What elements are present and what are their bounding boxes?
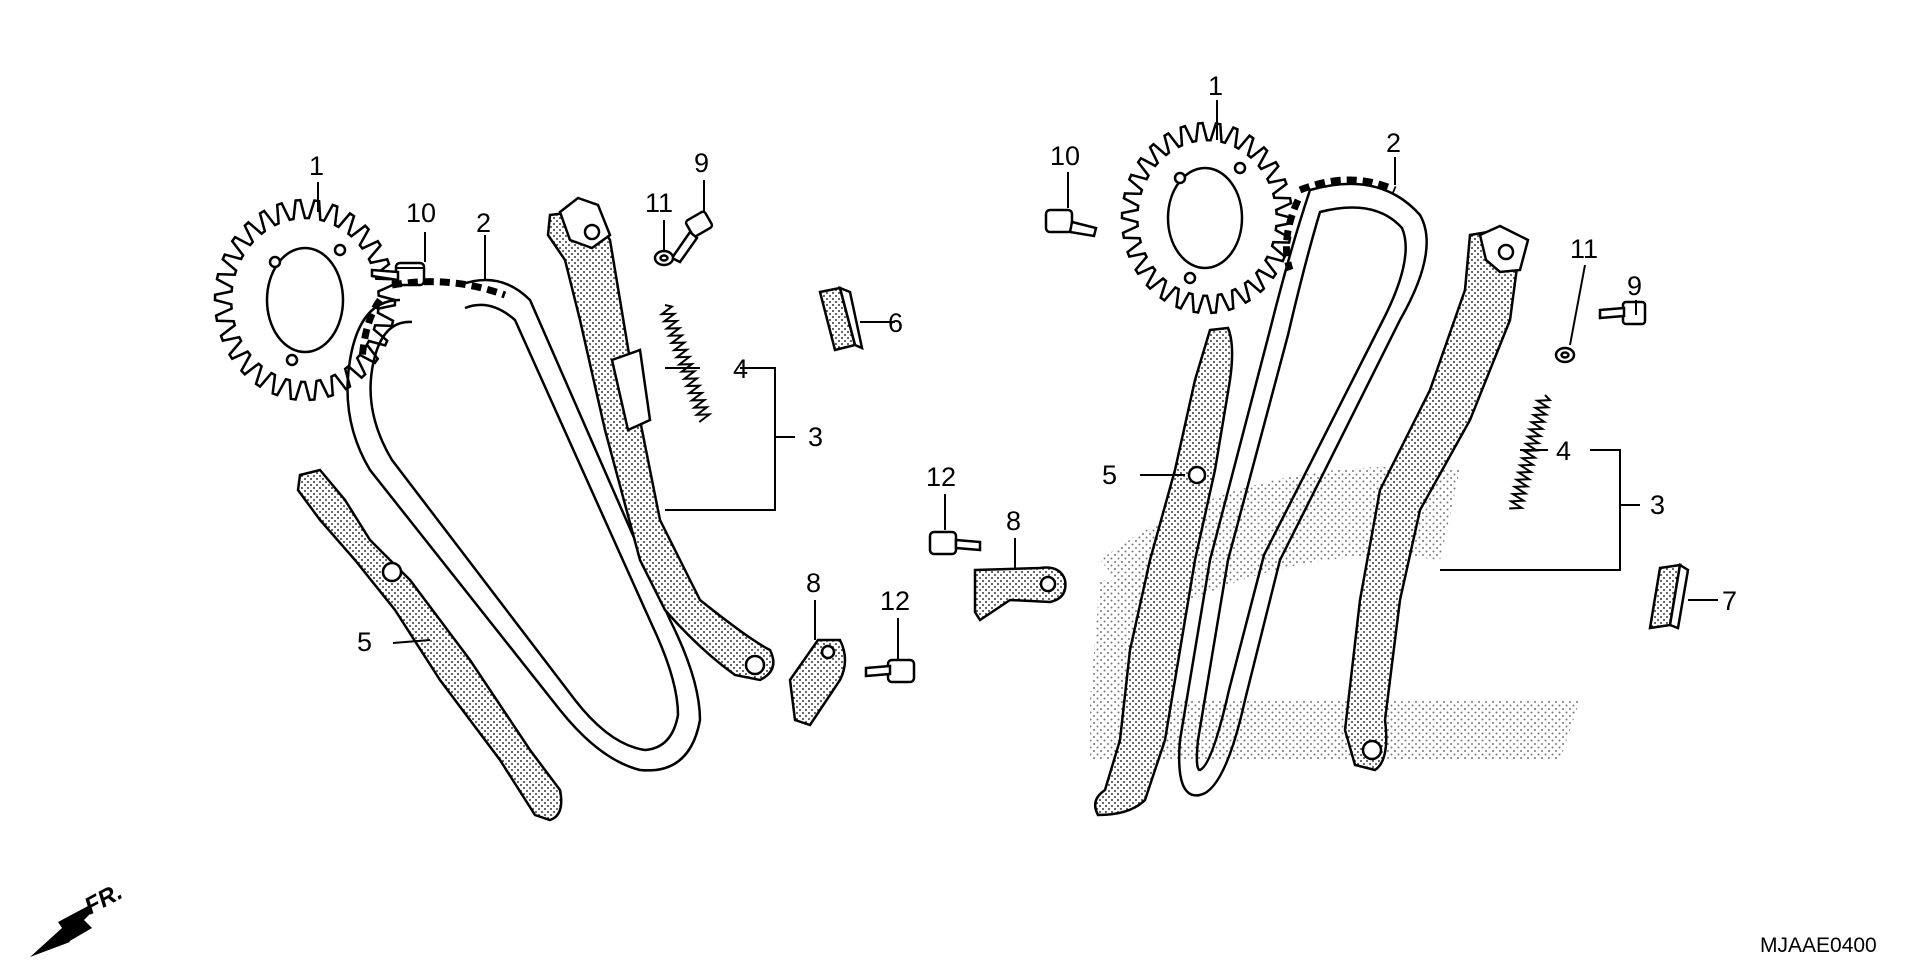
callout-L11: 11 [645, 188, 673, 218]
callout-L8a: 8 [806, 568, 821, 598]
right-cam-sprocket [1120, 121, 1294, 315]
callout-L5: 5 [357, 627, 372, 657]
left-chain-guide [296, 468, 563, 822]
left-washer [653, 249, 675, 267]
right-chain-guide [1093, 326, 1234, 817]
right-tensioner-spring [1507, 394, 1553, 510]
left-cam-chain [346, 278, 702, 772]
left-plate-bolt [864, 658, 916, 684]
callout-R4: 4 [1556, 436, 1571, 466]
callout-L6: 6 [888, 308, 903, 338]
right-cam-chain [1178, 176, 1428, 797]
right-chain-guide-piece [1648, 562, 1690, 630]
callout-R5: 5 [1102, 460, 1117, 490]
callout-R10: 10 [1050, 141, 1080, 171]
callout-L4: 4 [733, 354, 748, 384]
callout-L12a: 12 [926, 462, 956, 492]
left-tensioner-arm [546, 196, 775, 682]
left-tensioner-spring [658, 304, 713, 423]
callout-L2: 2 [476, 208, 491, 238]
right-sprocket-bolt [1044, 208, 1098, 238]
callout-L12b: 12 [880, 586, 910, 616]
diagram-code: MJAAE0400 [1760, 934, 1877, 957]
right-tensioner-bolt [1598, 300, 1647, 326]
callout-R9: 9 [1627, 271, 1642, 301]
right-washer [1554, 346, 1576, 364]
center-plate [973, 566, 1067, 622]
front-arrow-icon [30, 906, 92, 957]
callout-R11: 11 [1570, 234, 1598, 264]
callout-R2: 2 [1386, 128, 1401, 158]
callout-L10: 10 [406, 198, 436, 228]
right-tensioner-arm [1343, 224, 1530, 772]
callout-L3: 3 [808, 422, 823, 452]
left-tensioner-bolt [670, 210, 714, 264]
left-cam-sprocket [213, 198, 397, 402]
callout-L1: 1 [309, 151, 324, 181]
callout-R3: 3 [1650, 490, 1665, 520]
left-chain-guide-piece [818, 285, 864, 352]
center-bolt [928, 530, 982, 556]
callout-L8b: 8 [1006, 506, 1021, 536]
callout-labels: 1 2 3 4 5 6 8 8 9 10 11 12 12 1 2 3 4 5 … [309, 71, 1737, 657]
left-plate [788, 638, 847, 727]
callout-leaders [317, 100, 1718, 660]
callout-L9: 9 [694, 148, 709, 178]
callout-R1: 1 [1208, 71, 1223, 101]
callout-R7: 7 [1722, 586, 1737, 616]
